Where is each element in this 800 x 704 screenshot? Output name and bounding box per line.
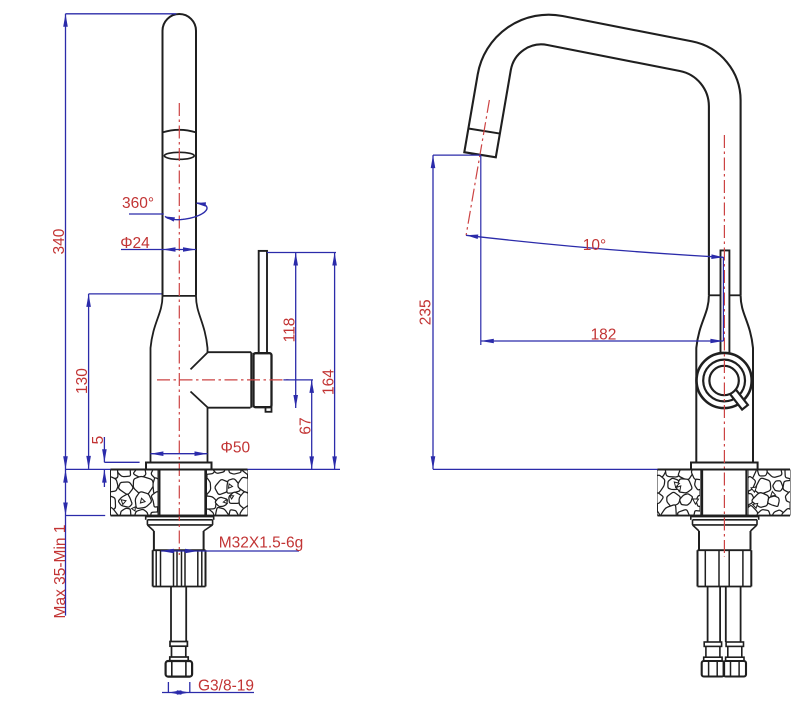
svg-text:340: 340	[51, 228, 68, 254]
svg-text:360°: 360°	[122, 195, 154, 212]
svg-text:G3/8-19: G3/8-19	[198, 678, 254, 695]
svg-text:10°: 10°	[583, 237, 606, 254]
svg-text:Φ50: Φ50	[220, 440, 250, 457]
svg-text:182: 182	[591, 327, 617, 344]
svg-text:67: 67	[298, 417, 315, 434]
svg-text:130: 130	[74, 368, 91, 394]
svg-text:164: 164	[320, 369, 337, 395]
svg-text:118: 118	[282, 318, 299, 343]
svg-text:M32X1.5-6g: M32X1.5-6g	[219, 535, 303, 552]
svg-text:5: 5	[90, 436, 107, 445]
svg-text:235: 235	[417, 299, 434, 325]
svg-text:Max 35-Min 1: Max 35-Min 1	[52, 525, 69, 619]
svg-text:Φ24: Φ24	[120, 235, 150, 252]
